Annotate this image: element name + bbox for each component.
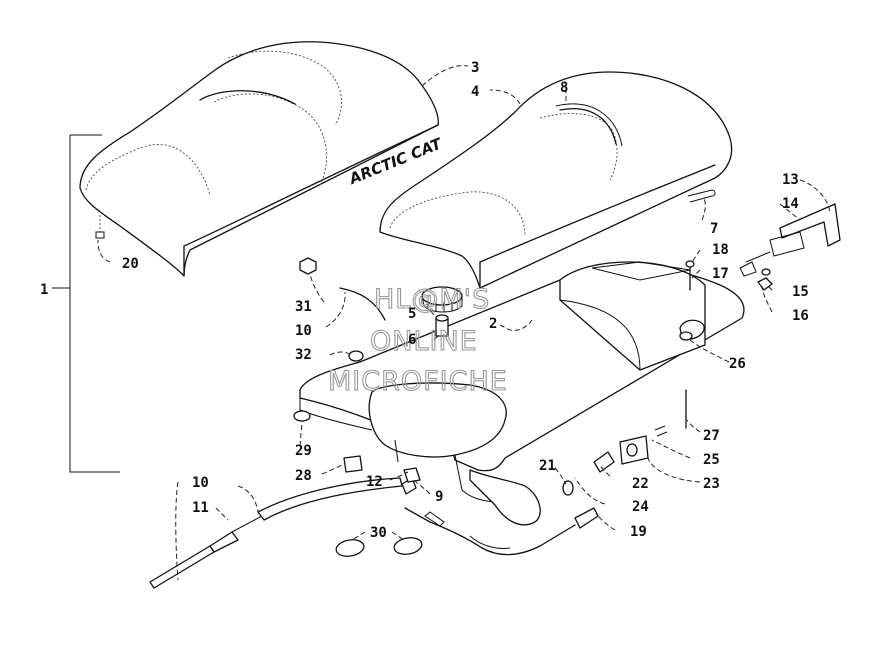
callout-1: 1 bbox=[40, 282, 48, 298]
throttle-cable bbox=[149, 477, 417, 589]
callout-10b: 10 bbox=[192, 475, 209, 491]
callout-9: 9 bbox=[435, 489, 443, 505]
seat-base bbox=[299, 261, 745, 526]
callout-16: 16 bbox=[792, 308, 809, 324]
callout-30: 30 bbox=[370, 525, 387, 541]
callout-27: 27 bbox=[703, 428, 720, 444]
seat-cover: ARCTIC CAT bbox=[79, 41, 446, 277]
callout-29: 29 bbox=[295, 443, 312, 459]
callout-8: 8 bbox=[560, 80, 568, 96]
callout-24: 24 bbox=[632, 499, 649, 515]
callouts: 1 2 3 4 5 6 7 8 9 10 10 11 12 13 14 15 1… bbox=[40, 60, 809, 541]
callout-15: 15 bbox=[792, 284, 809, 300]
choke-cable bbox=[404, 507, 599, 556]
leader-lines bbox=[52, 65, 831, 581]
hardware bbox=[293, 189, 841, 496]
callout-5: 5 bbox=[408, 306, 416, 322]
callout-4: 4 bbox=[471, 84, 479, 100]
callout-25: 25 bbox=[703, 452, 720, 468]
watermark: HL@M'S ONLINE MICROFICHE bbox=[327, 283, 508, 397]
callout-32: 32 bbox=[295, 347, 312, 363]
callout-3: 3 bbox=[471, 60, 479, 76]
callout-10a: 10 bbox=[295, 323, 312, 339]
callout-20: 20 bbox=[122, 256, 139, 272]
callout-6: 6 bbox=[408, 332, 416, 348]
callout-23: 23 bbox=[703, 476, 720, 492]
callout-21: 21 bbox=[539, 458, 556, 474]
callout-13: 13 bbox=[782, 172, 799, 188]
callout-7: 7 bbox=[710, 221, 718, 237]
callout-22: 22 bbox=[632, 476, 649, 492]
callout-11: 11 bbox=[192, 500, 209, 516]
callout-14: 14 bbox=[782, 196, 799, 212]
callout-2: 2 bbox=[489, 316, 497, 332]
callout-19: 19 bbox=[630, 524, 647, 540]
callout-17: 17 bbox=[712, 266, 729, 282]
watermark-line-1: HL@M'S bbox=[374, 284, 490, 315]
watermark-line-2: ONLINE bbox=[370, 326, 478, 357]
seat-foam bbox=[379, 71, 733, 289]
callout-31: 31 bbox=[295, 299, 312, 315]
callout-12: 12 bbox=[366, 474, 383, 490]
callout-18: 18 bbox=[712, 242, 729, 258]
callout-26: 26 bbox=[729, 356, 746, 372]
watermark-line-3: MICROFICHE bbox=[328, 366, 508, 397]
callout-28: 28 bbox=[295, 468, 312, 484]
gas-cap-assembly bbox=[421, 286, 463, 337]
hose-clamps bbox=[335, 537, 423, 557]
